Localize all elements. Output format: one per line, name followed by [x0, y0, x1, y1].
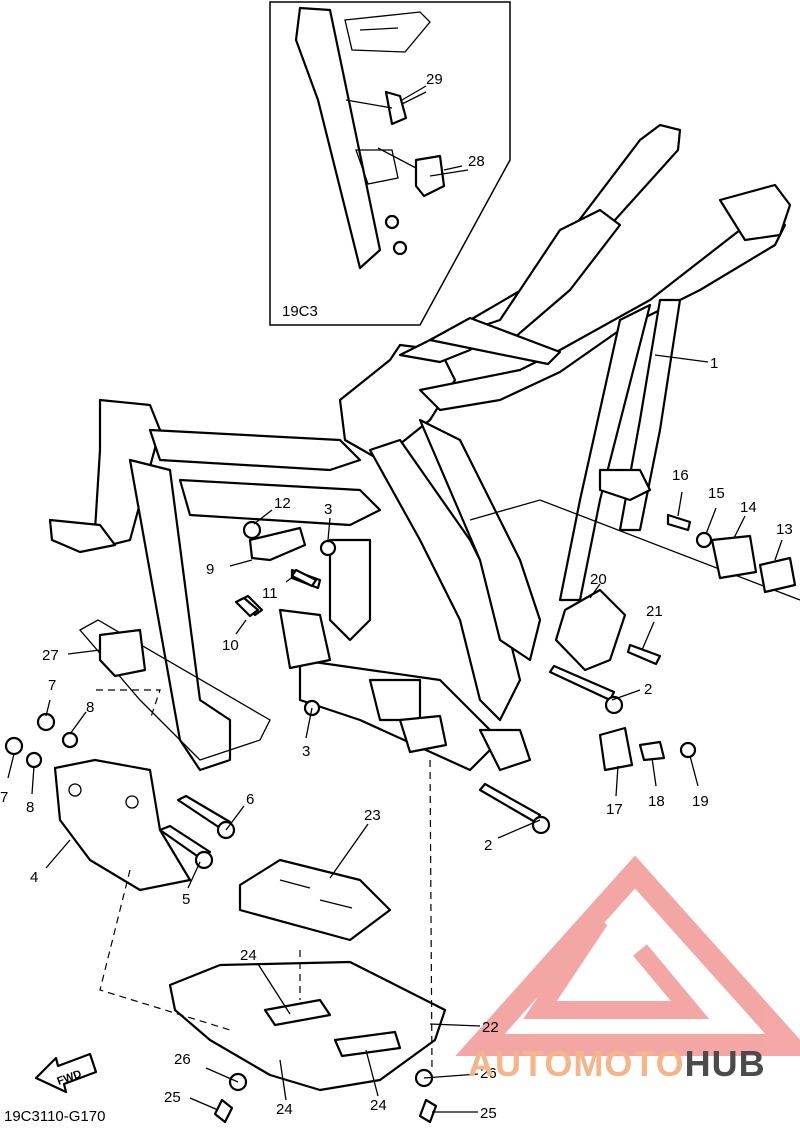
part-22-skid-plate [168, 960, 447, 1092]
parts-5-6-bolts [158, 794, 236, 870]
callout: 7 [0, 789, 8, 806]
inset-code: 19C3 [282, 303, 318, 320]
leader-lines [7, 85, 783, 1113]
callout: 15 [708, 485, 725, 502]
callout: 3 [324, 501, 332, 518]
callout: 2 [644, 681, 652, 698]
callout: 21 [646, 603, 663, 620]
callout: 29 [426, 71, 443, 88]
logo-text-part-a: AUTOMOTO [468, 1043, 685, 1084]
automotohub-logo-mark [455, 855, 800, 1056]
parts-20-21-plate [554, 588, 662, 672]
fwd-arrow-icon [34, 1052, 98, 1094]
part-4-engine-mount-plate [53, 758, 192, 892]
parts-9-12-bracket [238, 520, 322, 617]
callout: 5 [182, 891, 190, 908]
parts-2-long-bolts [478, 664, 624, 835]
callout: 12 [274, 495, 291, 512]
parts-7-8-nuts-washers [4, 712, 79, 769]
callout: 19 [692, 793, 709, 810]
callout: 23 [364, 807, 381, 824]
parts-17-19-damper [598, 726, 697, 772]
callout: 4 [30, 869, 38, 886]
callout: 7 [48, 677, 56, 694]
automotohub-logo-text: AUTOMOTOHUB [468, 1043, 766, 1085]
callout: 28 [468, 153, 485, 170]
callout: 13 [776, 521, 793, 538]
callout: 20 [590, 571, 607, 588]
callout: 26 [480, 1065, 497, 1082]
callout: 2 [484, 837, 492, 854]
parts-13-16-bushings [666, 513, 797, 594]
callout: 8 [26, 799, 34, 816]
callout: 10 [222, 637, 239, 654]
callout: 1 [710, 355, 718, 372]
callout: 9 [206, 561, 214, 578]
callout: 24 [370, 1097, 387, 1114]
parts-10-11-bolts [234, 568, 318, 618]
callout: 3 [302, 743, 310, 760]
callout: 25 [164, 1089, 181, 1106]
logo-text-part-b: HUB [684, 1043, 766, 1084]
callout: 24 [240, 947, 257, 964]
callout: 22 [482, 1019, 499, 1036]
callout: 27 [42, 647, 59, 664]
dashed-assembly-lines [96, 689, 433, 1071]
callout: 6 [246, 791, 254, 808]
callout: 25 [480, 1105, 497, 1122]
callout: 26 [174, 1051, 191, 1068]
callout: 16 [672, 467, 689, 484]
callout-numbers: 1 2 2 3 3 4 5 6 7 7 8 8 9 10 11 12 13 14… [0, 71, 793, 1122]
callout: 24 [276, 1101, 293, 1118]
part-27-bracket [98, 628, 147, 678]
callout: 11 [262, 585, 278, 602]
callout: 8 [86, 699, 94, 716]
callout: 14 [740, 499, 757, 516]
inset-detail [269, 1, 511, 326]
parts-25-26-bolts [213, 1068, 438, 1124]
callout: 18 [648, 793, 665, 810]
diagram-code: 19C3110-G170 [4, 1108, 106, 1125]
main-frame [48, 123, 800, 772]
part-23-pad [238, 858, 392, 942]
callout: 17 [606, 801, 623, 818]
